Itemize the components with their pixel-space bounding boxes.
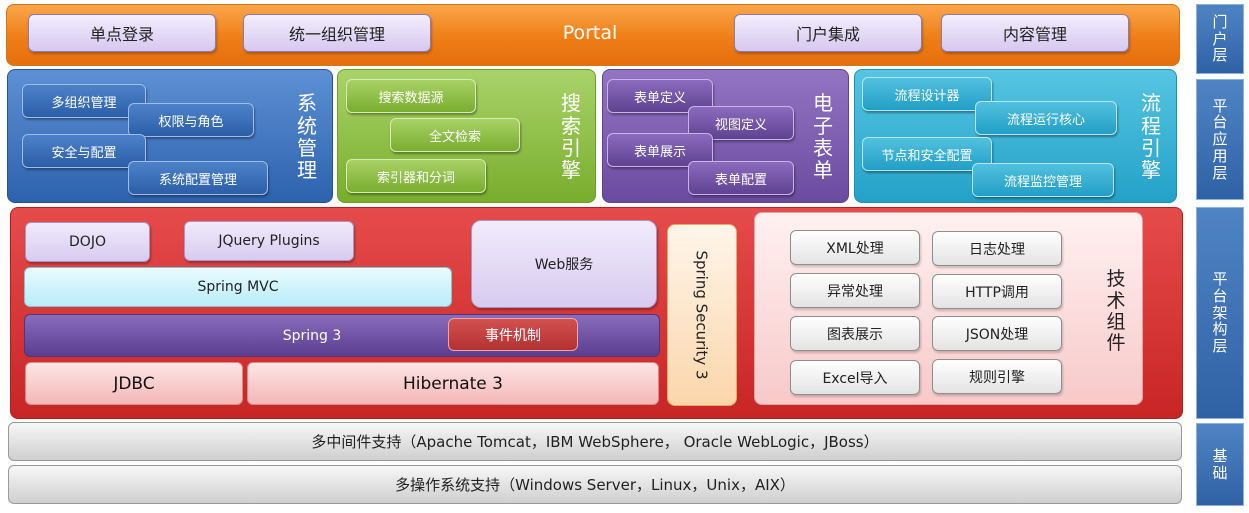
search-item-fulltext[interactable]: 全文检索 xyxy=(390,118,520,152)
portal-title: Portal xyxy=(562,22,618,44)
jdbc-box[interactable]: JDBC xyxy=(25,362,243,405)
tech-components-title: 技术组件 xyxy=(1106,268,1126,355)
portal-sso-button[interactable]: 单点登录 xyxy=(28,14,216,52)
flow-item-node-security[interactable]: 节点和安全配置 xyxy=(862,137,992,171)
tech-log[interactable]: 日志处理 xyxy=(932,231,1062,266)
spring-mvc-box[interactable]: Spring MVC xyxy=(24,267,452,307)
sys-item-config[interactable]: 系统配置管理 xyxy=(128,161,268,195)
portal-content-button[interactable]: 内容管理 xyxy=(941,14,1129,52)
spring-security-box[interactable]: Spring Security 3 xyxy=(667,224,737,406)
hibernate-box[interactable]: Hibernate 3 xyxy=(247,362,659,405)
tech-excel[interactable]: Excel导入 xyxy=(790,360,920,395)
tech-chart[interactable]: 图表展示 xyxy=(790,316,920,351)
spring-security-label: Spring Security 3 xyxy=(693,250,711,380)
middleware-support-bar[interactable]: 多中间件支持（Apache Tomcat，IBM WebSphere， Orac… xyxy=(8,422,1182,461)
portal-integration-button[interactable]: 门户集成 xyxy=(734,14,922,52)
search-engine-title: 搜索引擎 xyxy=(561,91,581,183)
jquery-plugins-box[interactable]: JQuery Plugins xyxy=(184,221,354,261)
search-item-indexer[interactable]: 索引器和分词 xyxy=(346,159,486,193)
form-item-config[interactable]: 表单配置 xyxy=(688,161,794,195)
event-mechanism-box[interactable]: 事件机制 xyxy=(448,318,578,351)
flow-item-monitor[interactable]: 流程监控管理 xyxy=(972,163,1114,197)
dojo-box[interactable]: DOJO xyxy=(25,222,150,262)
tech-rule-engine[interactable]: 规则引擎 xyxy=(932,359,1062,394)
web-service-box[interactable]: Web服务 xyxy=(471,220,657,308)
search-item-datasource[interactable]: 搜索数据源 xyxy=(346,79,476,113)
sys-item-security[interactable]: 安全与配置 xyxy=(22,134,146,168)
spring3-label: Spring 3 xyxy=(282,327,342,344)
tech-xml[interactable]: XML处理 xyxy=(790,230,920,265)
flow-item-runtime[interactable]: 流程运行核心 xyxy=(975,101,1117,135)
os-support-bar[interactable]: 多操作系统支持（Windows Server，Linux，Unix，AIX） xyxy=(8,465,1182,504)
sys-item-permission[interactable]: 权限与角色 xyxy=(128,103,254,137)
tech-exception[interactable]: 异常处理 xyxy=(790,273,920,308)
layer-platform-app: 平台应用层 xyxy=(1196,79,1244,200)
e-form-title: 电子表单 xyxy=(813,91,833,183)
portal-org-button[interactable]: 统一组织管理 xyxy=(243,14,431,52)
tech-json[interactable]: JSON处理 xyxy=(932,316,1062,351)
system-mgmt-title: 系统管理 xyxy=(297,91,317,183)
layer-platform-arch: 平台架构层 xyxy=(1196,207,1244,419)
layer-foundation: 基础 xyxy=(1196,423,1244,506)
flow-item-designer[interactable]: 流程设计器 xyxy=(862,77,992,111)
workflow-title: 流程引擎 xyxy=(1141,91,1161,183)
tech-http[interactable]: HTTP调用 xyxy=(932,274,1062,309)
sys-item-multi-org[interactable]: 多组织管理 xyxy=(22,84,146,118)
layer-portal: 门户层 xyxy=(1196,4,1244,74)
